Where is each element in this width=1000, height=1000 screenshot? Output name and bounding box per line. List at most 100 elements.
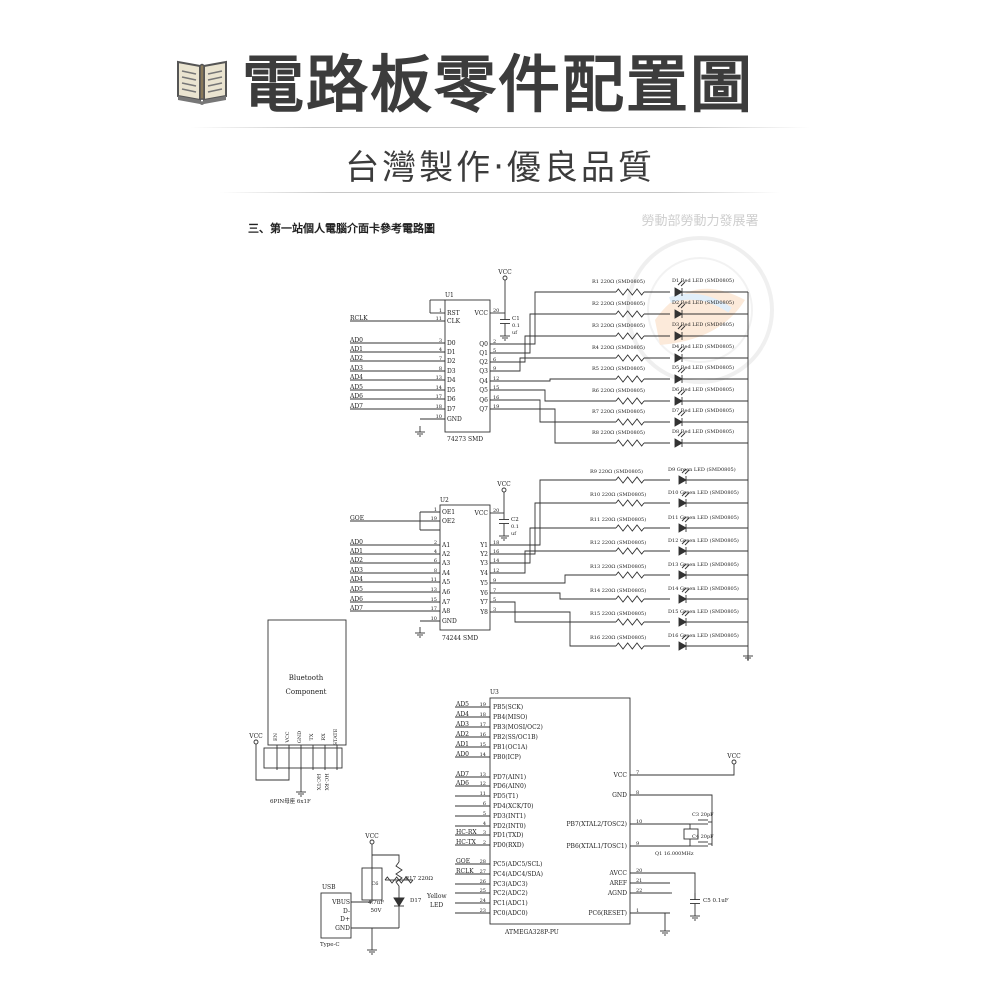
net-label-AD1: AD1 xyxy=(349,548,363,555)
net-label-AD0: AD0 xyxy=(349,337,363,344)
wire xyxy=(490,399,590,423)
u1-pin-name: D6 xyxy=(447,396,456,403)
net-label-GOE: GOE xyxy=(350,515,364,522)
red-led-symbol-ray xyxy=(677,367,683,373)
red-led-symbol-ray xyxy=(677,324,683,330)
u3-pin-name: PD2(INT0) xyxy=(493,823,526,830)
u3-pin-name: PD3(INT1) xyxy=(493,813,526,820)
u3-pin-name: PB7(XTAL2/TOSC2) xyxy=(567,821,628,828)
red-led-symbol-ray xyxy=(680,390,686,396)
green-led-label: D16 Green LED (SMD0805) xyxy=(668,632,739,639)
wire xyxy=(490,550,590,574)
u3-pin-name: PC2(ADC2) xyxy=(493,890,528,897)
led-type-label: LED xyxy=(430,902,443,909)
green-resistor-label: R13 220Ω (SMD0805) xyxy=(590,563,646,570)
red-led-symbol-ray xyxy=(677,431,683,437)
red-led-symbol xyxy=(674,287,683,297)
wire xyxy=(490,378,590,382)
u1-pin-num: 5 xyxy=(493,348,496,354)
wire xyxy=(351,844,373,903)
usb-connector xyxy=(320,892,352,939)
u3-pin-name: PD6(AIN0) xyxy=(493,783,526,790)
red-led-symbol-ray xyxy=(680,325,686,331)
u3-net-label: AD6 xyxy=(455,780,469,787)
u1-pin-name: Q2 xyxy=(479,359,488,366)
wire xyxy=(255,744,290,781)
red-led-label: D4 Red LED (SMD0805) xyxy=(672,343,734,350)
green-led-symbol xyxy=(678,641,687,651)
net-label-AD7: AD7 xyxy=(349,403,363,410)
red-led-symbol-ray xyxy=(677,280,683,286)
u3-net-label: AD1 xyxy=(455,741,469,748)
u3-pin-num: 11 xyxy=(480,791,486,797)
u3-pin-name: PB5(SCK) xyxy=(493,704,523,711)
u2-pin-name: A4 xyxy=(441,570,450,577)
green-led-symbol-ray xyxy=(684,564,690,570)
green-row-resistor xyxy=(615,618,645,626)
u3-net-label: AD0 xyxy=(455,751,469,758)
red-row-resistor xyxy=(615,354,645,362)
u3-pin-name: PB3(MOSI/OC2) xyxy=(493,724,543,731)
green-led-label: D15 Green LED (SMD0805) xyxy=(668,608,739,615)
c1-label: C1 xyxy=(512,316,520,322)
green-resistor-label: R11 220Ω (SMD0805) xyxy=(590,516,646,523)
red-led-label: D5 Red LED (SMD0805) xyxy=(672,364,734,371)
red-row-resistor xyxy=(615,288,645,296)
u2-pin-name: A8 xyxy=(441,608,450,615)
red-row-resistor xyxy=(615,375,645,383)
green-led-symbol-ray xyxy=(681,516,687,522)
u1-pin-name: Q5 xyxy=(479,387,488,394)
red-led-symbol xyxy=(674,396,683,406)
c4-label: C4 20pF xyxy=(692,834,714,840)
c6-voltage: 50V xyxy=(371,908,383,914)
u3-pin-num: 27 xyxy=(480,869,486,875)
c3-label: C3 20pF xyxy=(692,812,714,818)
u3-pin-num: 18 xyxy=(480,712,486,718)
green-led-symbol xyxy=(678,498,687,508)
u1-pin-num: 2 xyxy=(493,339,496,345)
net-label-AD2: AD2 xyxy=(349,557,363,564)
u3-pin-num: 28 xyxy=(480,859,486,865)
red-resistor-label: R3 220Ω (SMD0805) xyxy=(592,322,645,329)
u3-pin-name: AREF xyxy=(609,880,627,887)
u2-pin-num: 1 xyxy=(434,507,437,513)
u1-pin-name: Q3 xyxy=(479,368,488,375)
green-resistor-label: R12 220Ω (SMD0805) xyxy=(590,539,646,546)
wire xyxy=(372,854,400,862)
u2-pin-num: 6 xyxy=(434,558,437,564)
green-led-symbol-ray xyxy=(681,563,687,569)
u1-pin-name: GND xyxy=(447,416,462,423)
u2-pin-name: OE2 xyxy=(442,518,455,525)
green-led-symbol-ray xyxy=(684,469,690,475)
u3-part: ATMEGA328P-PU xyxy=(504,929,559,936)
u2-pin-name: A6 xyxy=(441,589,450,596)
green-resistor-label: R15 220Ω (SMD0805) xyxy=(590,610,646,617)
u3-net-label: AD7 xyxy=(455,771,469,778)
u1-pin-num: 14 xyxy=(436,385,442,391)
green-led-symbol-ray xyxy=(684,635,690,641)
u1-pin-num: 10 xyxy=(436,414,442,420)
page-subtitle: 台灣製作‧優良品質 xyxy=(345,148,655,188)
net-label-AD1: AD1 xyxy=(349,346,363,353)
red-led-symbol xyxy=(674,374,683,384)
red-row-resistor xyxy=(615,439,645,447)
wire xyxy=(670,872,696,900)
usb-pin-label: VBUS xyxy=(331,899,350,906)
c1-value: 0.1 xyxy=(512,323,520,329)
u1-pin-name: CLK xyxy=(447,318,461,325)
red-led-symbol xyxy=(674,309,683,319)
watermark-seal: 勞動部勞動力發展署 xyxy=(626,214,774,384)
u3-pin-name: PC1(ADC1) xyxy=(493,900,528,907)
u2-pin-num: 2 xyxy=(434,540,437,546)
red-resistor-label: R6 220Ω (SMD0805) xyxy=(592,387,645,394)
green-led-symbol xyxy=(678,523,687,533)
net-label-AD4: AD4 xyxy=(349,374,363,381)
green-led-symbol-ray xyxy=(681,610,687,616)
watermark-text: 勞動部勞動力發展署 xyxy=(641,214,758,229)
q1-crystal xyxy=(683,828,699,840)
usb-pin-label: GND xyxy=(335,925,350,932)
green-led-label: D12 Green LED (SMD0805) xyxy=(668,537,739,544)
vcc-bluetooth xyxy=(253,739,259,745)
u2-pin-name: A1 xyxy=(441,542,450,549)
net-label-hc-rx: HC-RX xyxy=(323,773,329,791)
